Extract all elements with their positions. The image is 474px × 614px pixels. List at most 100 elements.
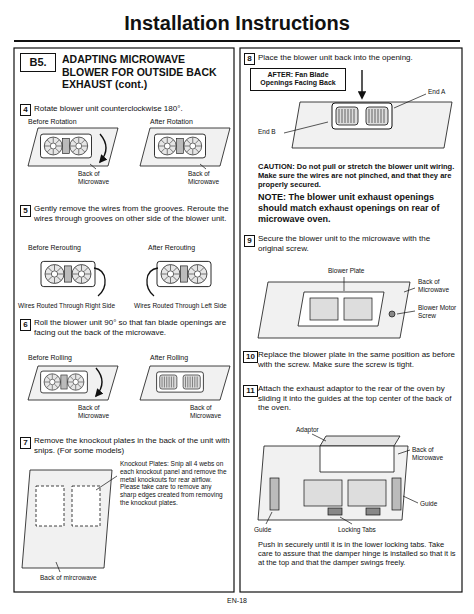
fan-blade: [164, 268, 168, 272]
step-number: 4: [20, 104, 31, 116]
fan-blade: [45, 382, 50, 383]
fan-blade: [55, 382, 60, 383]
blower-unit: [41, 261, 95, 286]
fan-blade: [46, 274, 51, 275]
fan-blade: [192, 149, 193, 154]
fan-hub: [190, 143, 196, 149]
fan-blade: [55, 376, 58, 379]
fan-blade: [73, 148, 77, 152]
fan-blade: [192, 377, 193, 388]
leader-line: [200, 164, 206, 169]
part-label: Before Rerouting: [28, 244, 81, 252]
fan-hub: [51, 271, 57, 277]
blower-housing: [41, 261, 95, 286]
fan-blade: [70, 384, 73, 387]
fan-blade: [195, 140, 199, 144]
fan-blade: [170, 140, 174, 144]
fan-blade: [345, 109, 346, 123]
node-text: 6: [23, 320, 28, 329]
microwave-back: [258, 282, 410, 338]
panel-frame: [240, 48, 462, 592]
node-text: 11: [246, 386, 255, 395]
fan-wheel: [161, 265, 180, 284]
fan-hub: [50, 143, 56, 149]
node-text: AFTER: Fan Blade Openings Facing Back: [254, 71, 342, 87]
blower-housing: [157, 372, 204, 392]
microwave-back: [28, 366, 118, 400]
fan-blade: [384, 109, 385, 123]
fan-blade: [170, 278, 171, 283]
knockout-plate: [36, 486, 64, 526]
exhaust-opening: [348, 480, 386, 506]
fan-hub: [167, 271, 173, 277]
fan-blade: [47, 140, 51, 144]
insert-arrow: [361, 70, 362, 98]
step-number: 8: [244, 53, 255, 65]
blower-housing: [41, 371, 88, 393]
wire: [94, 268, 105, 296]
part-label: After Rerouting: [148, 244, 195, 252]
step-number: 11: [243, 385, 258, 397]
fan-blade: [173, 377, 174, 388]
leader-line: [284, 122, 328, 133]
callout-box: AFTER: Fan Blade Openings Facing Back: [250, 68, 346, 91]
fan-blade: [55, 384, 58, 387]
fan-blade: [164, 377, 165, 388]
fan-blade: [84, 277, 88, 281]
fan-blade: [174, 274, 179, 275]
fan-blade: [381, 109, 382, 123]
screw: [389, 311, 395, 317]
fan-blade: [45, 146, 50, 147]
part-label: Wires Routed Through Right Side: [18, 302, 115, 310]
fan-wheel: [72, 265, 91, 284]
fan-wheel: [70, 137, 88, 155]
fan-blade: [79, 382, 84, 383]
section-heading: ADAPTING MICROWAVE BLOWER FOR OUTSIDE BA…: [62, 53, 230, 91]
fan-blade: [57, 277, 61, 281]
blower-motor: [63, 138, 70, 153]
fan-blade: [187, 148, 191, 152]
fan-blade: [192, 138, 193, 143]
fan-opening: [336, 107, 358, 125]
microwave-back: [22, 470, 112, 568]
part-label: Knockout Plates: Snip all 4 webs on each…: [120, 460, 228, 507]
fan-blade: [339, 109, 340, 123]
blower-plate: [298, 292, 384, 326]
blower-unit: [155, 134, 206, 158]
fan-blade: [78, 376, 81, 379]
fan-wheel: [158, 137, 176, 155]
fan-blade: [169, 377, 170, 388]
fan-blade: [54, 265, 55, 270]
part-label: Back of mircrowave: [40, 574, 97, 582]
instruction-text: Rotate blower unit counterclockwise 180°…: [34, 104, 230, 114]
fan-blade: [195, 148, 199, 152]
fan-blade: [85, 274, 90, 275]
blower-housing: [41, 134, 92, 158]
node-text: 4: [23, 105, 28, 114]
leader-line: [398, 450, 410, 454]
fan-blade: [78, 138, 79, 143]
fan-hub: [194, 271, 200, 277]
fan-blade: [56, 140, 60, 144]
guide: [270, 478, 279, 510]
fan-blade: [81, 278, 82, 283]
fan-blade: [184, 146, 189, 147]
part-label: Back of Microwave: [78, 170, 118, 186]
fan-blade: [162, 274, 167, 275]
exhaust-opening: [344, 298, 372, 320]
fan-opening: [366, 107, 388, 125]
fan-blade: [161, 148, 165, 152]
fan-wheel: [188, 265, 207, 284]
part-label: Blower Plate: [328, 267, 365, 275]
knockout-plate: [72, 486, 100, 526]
fan-blade: [194, 377, 195, 388]
fan-blade: [164, 277, 168, 281]
instruction-text: Secure the blower unit to the microwave …: [258, 234, 456, 253]
panel-frame: [14, 48, 234, 592]
fan-wheel: [68, 374, 84, 390]
part-label: Back of Microwave: [188, 170, 228, 186]
part-label: End A: [428, 88, 445, 96]
leader-line: [266, 512, 272, 524]
exhaust-opening: [304, 480, 342, 506]
fan-blade: [170, 148, 174, 152]
